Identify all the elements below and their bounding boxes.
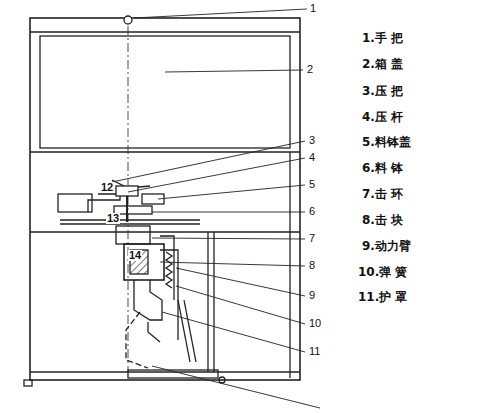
- part-name: 1.手 把: [362, 32, 403, 44]
- part-name: 9.动力臂: [362, 240, 411, 252]
- part-name: 2.箱 盖: [362, 58, 403, 70]
- callout-number: 14: [128, 250, 142, 261]
- part-name: 6.料 钵: [362, 162, 403, 174]
- callout-number: 8: [309, 260, 315, 271]
- part-name: 5.料钵盖: [362, 136, 411, 148]
- callout-number: 5: [309, 179, 315, 190]
- part-name: 3.压 把: [362, 85, 403, 97]
- part-name: 7.击 环: [362, 188, 403, 200]
- callout-number: 11: [309, 346, 320, 357]
- callout-number: 6: [309, 206, 315, 217]
- callout-number: 1: [310, 3, 316, 14]
- callout-number: 7: [309, 233, 315, 244]
- part-name: 8.击 块: [362, 214, 403, 226]
- callout-number: 13: [106, 213, 120, 224]
- callout-number: 10: [309, 318, 321, 329]
- callout-number: 12: [100, 182, 114, 193]
- callout-number: 9: [309, 290, 315, 301]
- callout-number: 4: [309, 152, 315, 163]
- part-name: 4.压 杆: [362, 111, 403, 123]
- callout-number: 3: [309, 135, 315, 146]
- callout-number: 2: [307, 64, 313, 75]
- part-name: 11.护 罩: [358, 291, 407, 303]
- part-name: 10.弹 簧: [358, 266, 407, 278]
